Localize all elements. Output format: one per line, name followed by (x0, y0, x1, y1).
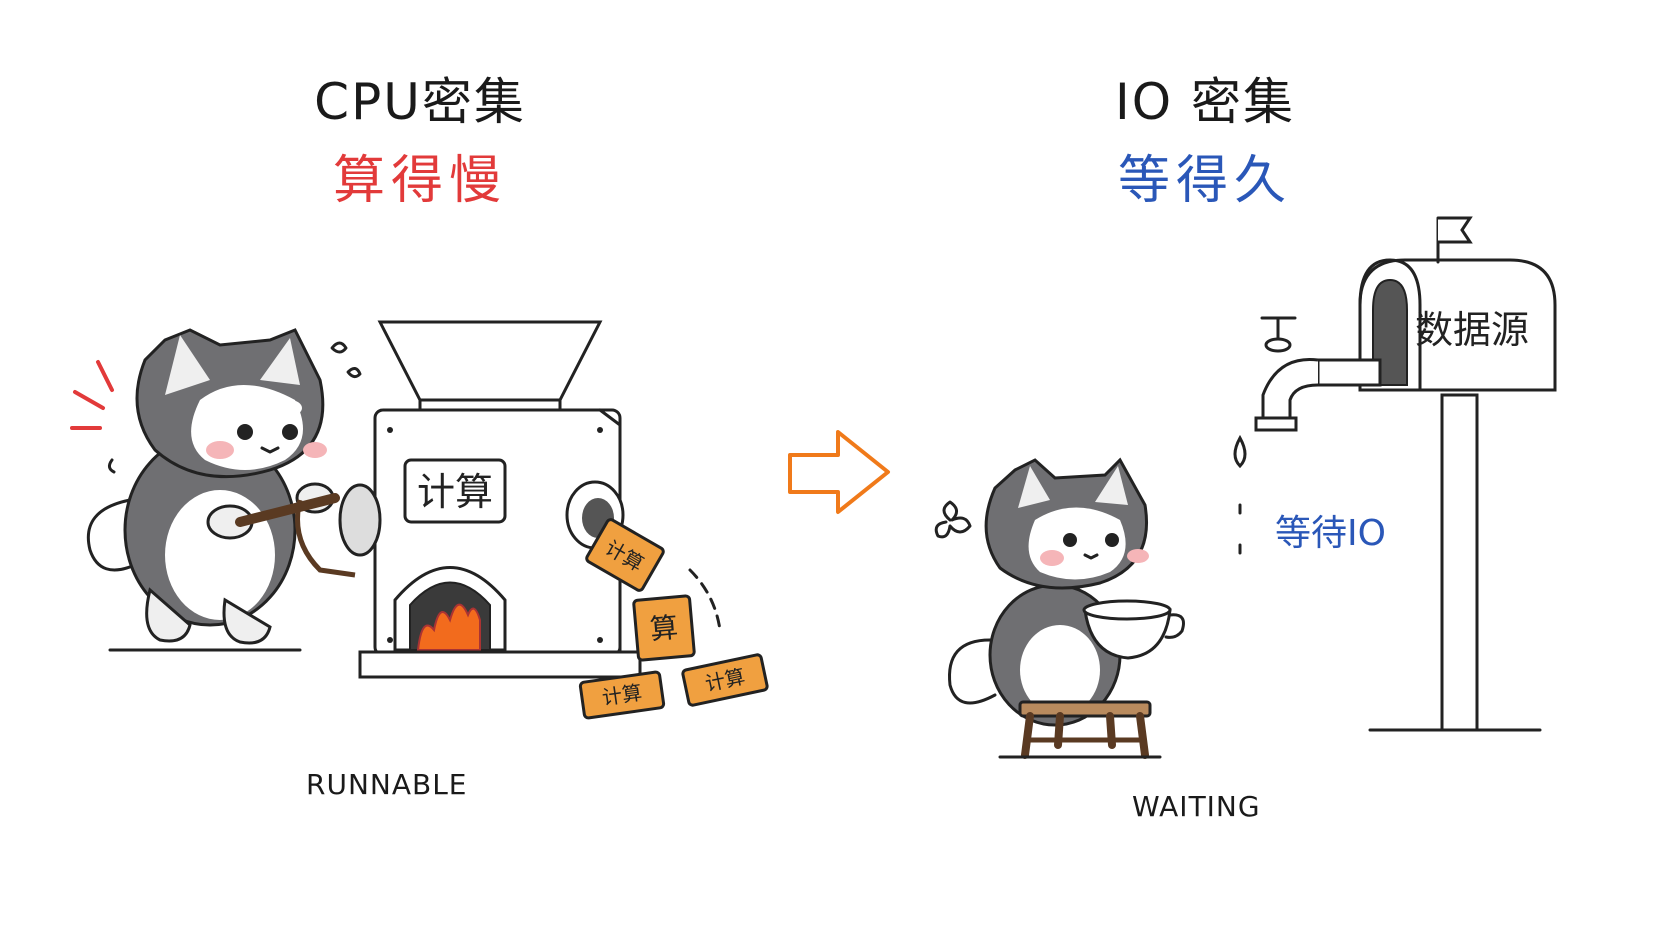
io-title: IO 密集 (1115, 73, 1295, 131)
faucet-icon (1233, 316, 1382, 555)
io-husky (934, 457, 1185, 759)
runnable-state-label: RUNNABLE (306, 768, 468, 801)
compute-block (578, 670, 666, 720)
compute-block (585, 518, 665, 592)
cpu-subtitle: 算得慢 (332, 151, 507, 211)
compute-block-label: 计算 (601, 680, 644, 709)
transition-arrow (788, 430, 890, 514)
compute-block (681, 653, 769, 707)
compute-block-label: 算 (649, 611, 680, 646)
cpu-husky (70, 328, 362, 652)
wait-io-label: 等待IO (1275, 513, 1386, 554)
data-source-label: 数据源 (1415, 308, 1529, 352)
data-source-mailbox (1358, 216, 1557, 732)
waiting-state-label: WAITING (1132, 790, 1261, 823)
compute-machine (338, 320, 722, 679)
cpu-title: CPU密集 (314, 73, 526, 131)
machine-label: 计算 (417, 470, 493, 514)
compute-block (632, 594, 696, 662)
io-subtitle: 等得久 (1117, 151, 1292, 211)
